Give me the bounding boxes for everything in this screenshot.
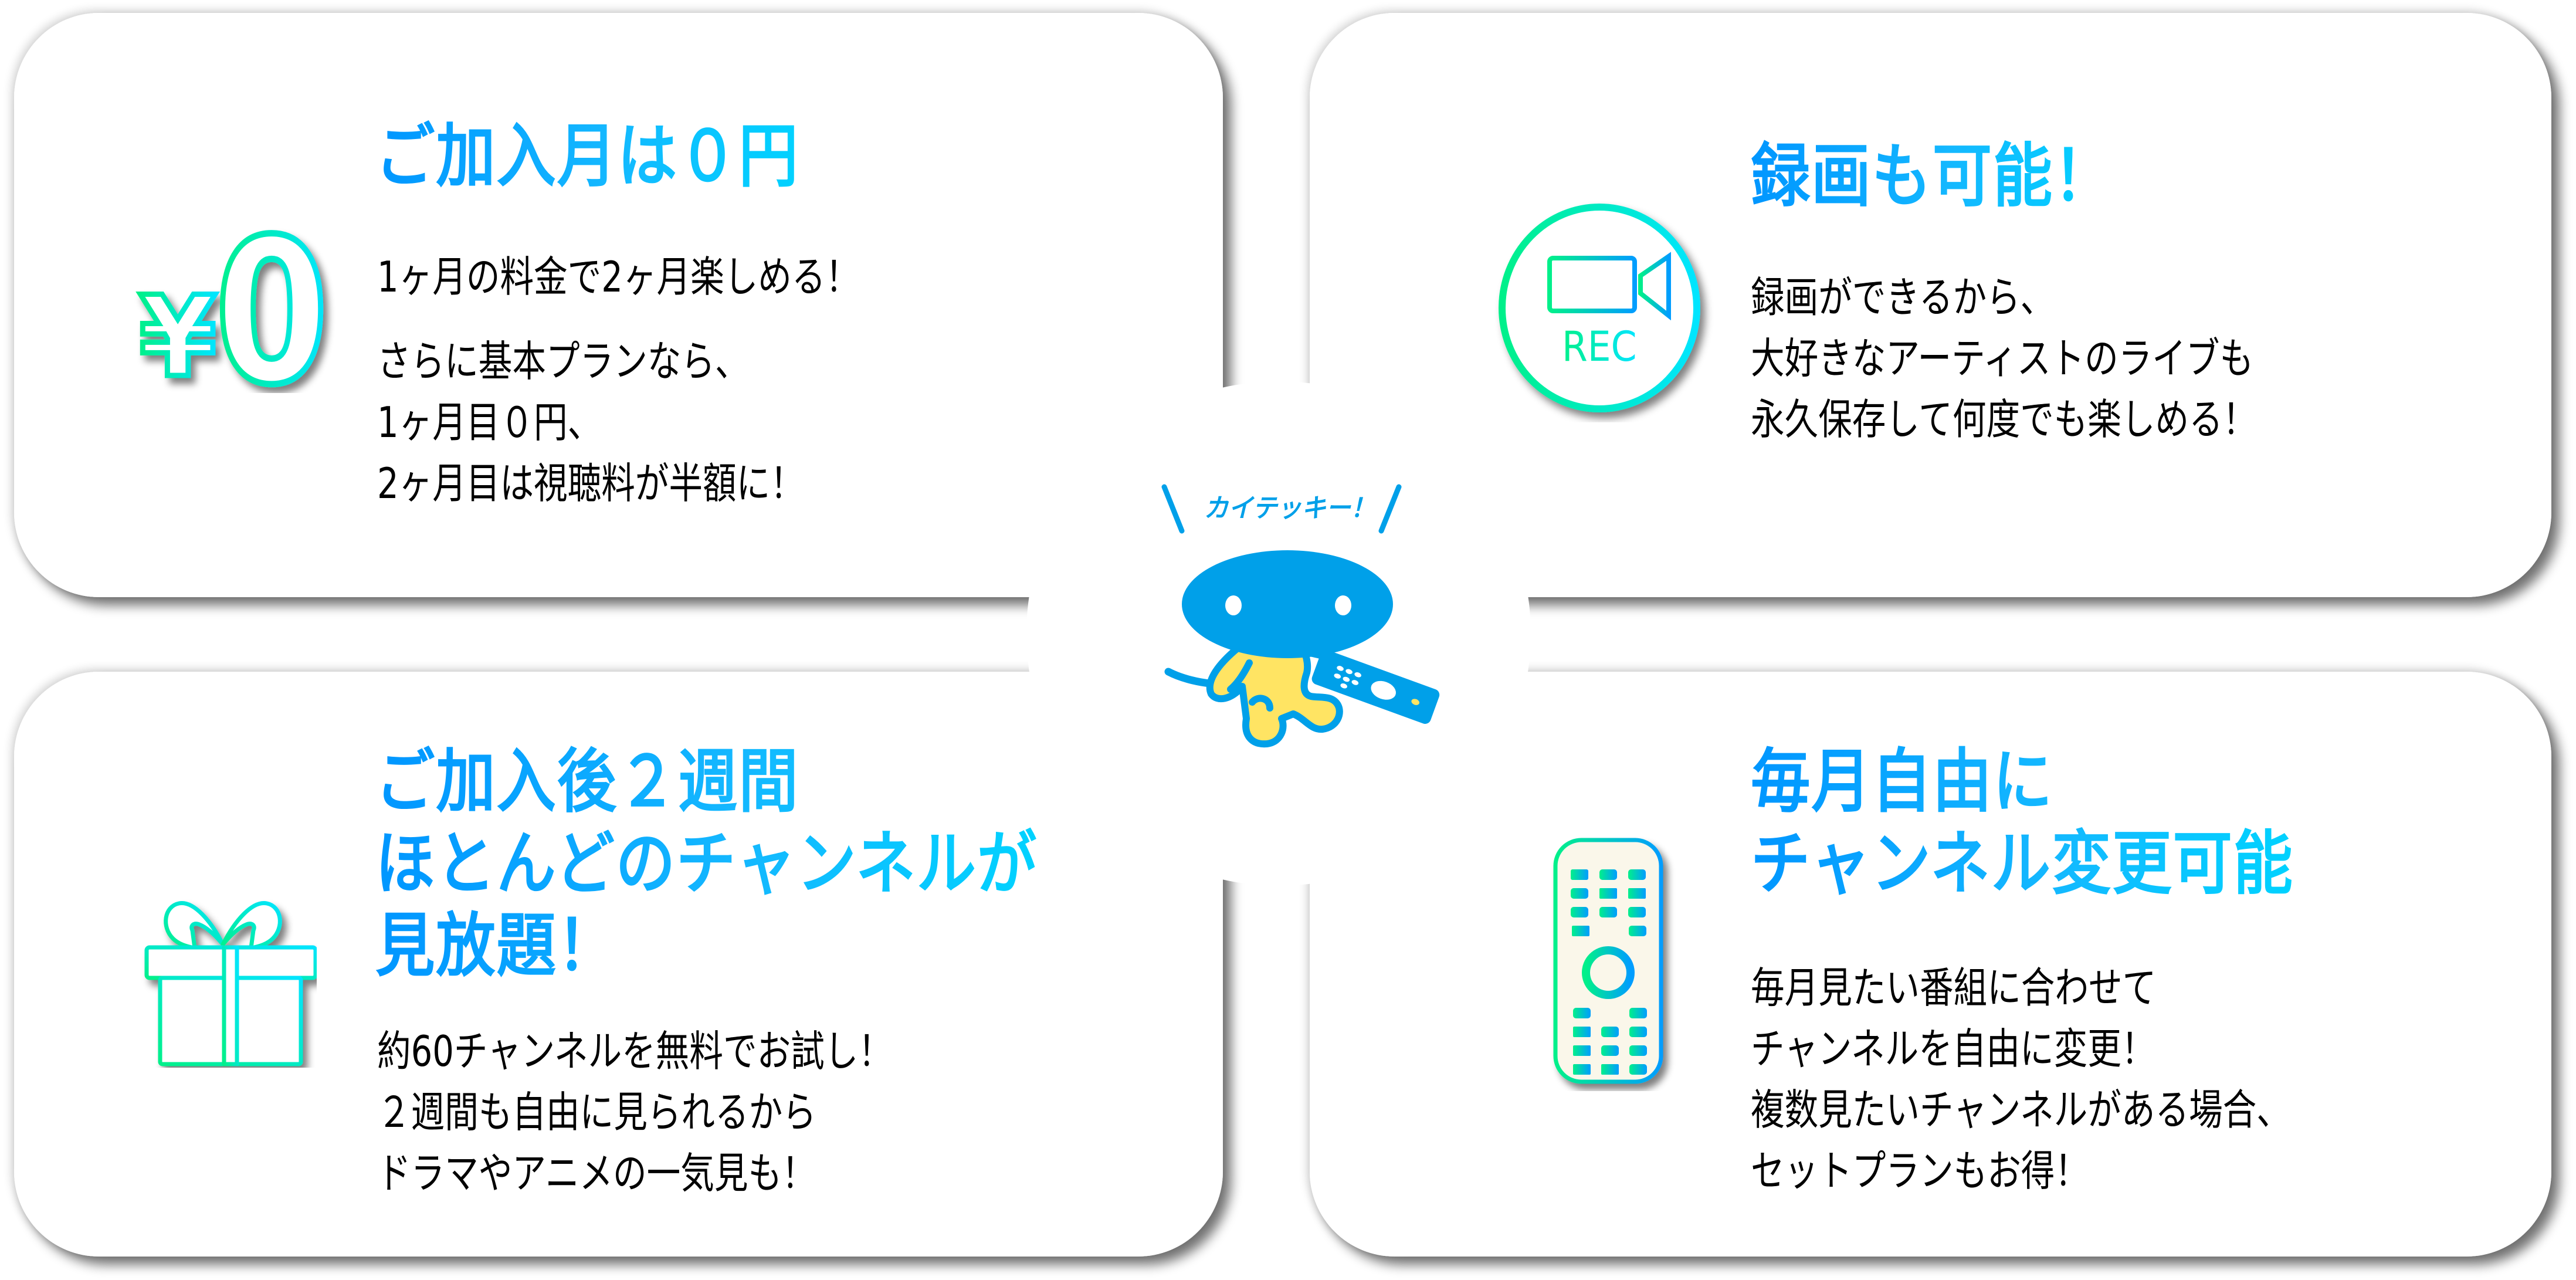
card-body: 録画ができるから、 大好きなアーティストのライブも 永久保存して何度でも楽しめる… — [1751, 267, 2256, 450]
body-line: 1ヶ月目０円、 — [377, 398, 602, 447]
card-title: ご加入後２週間 ほとんどのチャンネルが 見放題！ — [375, 740, 1038, 987]
body-line: セットプランもお得！ — [1751, 1146, 2089, 1196]
rec-camera-icon: REC — [1499, 204, 1700, 412]
title-line: チャンネル変更可能 — [1751, 823, 2294, 904]
body-line: 録画ができるから、 — [1751, 273, 2055, 322]
card-title: 毎月自由に チャンネル変更可能 — [1751, 740, 2294, 905]
title-line: ご加入月は０円 — [375, 116, 799, 197]
title-line: ご加入後２週間 — [375, 741, 799, 822]
body-line: 毎月見たい番組に合わせて — [1751, 963, 2157, 1013]
zero-digit: 0 — [215, 211, 328, 393]
rec-label: REC — [1562, 323, 1637, 371]
speech-lines-icon — [1161, 484, 1402, 534]
title-line: 録画も可能！ — [1751, 136, 2114, 216]
body-line: 1ヶ月の料金で2ヶ月楽しめる！ — [377, 252, 860, 302]
body-line: 永久保存して何度でも楽しめる！ — [1751, 395, 2257, 444]
remote-control-icon — [1553, 838, 1663, 1084]
body-line: ２週間も自由に見られるから — [377, 1088, 816, 1137]
body-line: 複数見たいチャンネルがある場合、 — [1751, 1085, 2290, 1135]
card-body: 約60チャンネルを無料でお試し！ ２週間も自由に見られるから ドラマやアニメの一… — [377, 1021, 892, 1204]
card-title: 録画も可能！ — [1751, 135, 2114, 217]
mascot-character-icon — [1164, 550, 1440, 748]
body-line: 2ヶ月目は視聴料が半額に！ — [377, 459, 804, 508]
body-line: 大好きなアーティストのライブも — [1751, 334, 2254, 383]
gift-box-icon — [144, 901, 317, 1066]
mascot-speech: カイテッキー！ — [1204, 493, 1375, 523]
yen-symbol: ¥ — [139, 272, 216, 393]
card-body: 毎月見たい番組に合わせて チャンネルを自由に変更！ 複数見たいチャンネルがある場… — [1751, 957, 2290, 1201]
body-line: ドラマやアニメの一気見も！ — [377, 1149, 816, 1198]
card-title: ご加入月は０円 — [375, 115, 799, 197]
title-line: ほとんどのチャンネルが — [375, 823, 1038, 904]
body-line: さらに基本プランなら、 — [377, 337, 749, 386]
body-line: チャンネルを自由に変更！ — [1751, 1024, 2155, 1074]
title-line: 見放題！ — [375, 905, 618, 986]
yen-zero-icon: ¥ 0 — [137, 211, 332, 393]
title-line: 毎月自由に — [1751, 741, 2054, 822]
card-body: 1ヶ月の料金で2ヶ月楽しめる！ さらに基本プランなら、 1ヶ月目０円、 2ヶ月目… — [377, 246, 859, 514]
body-line: 約60チャンネルを無料でお試し！ — [377, 1027, 892, 1076]
